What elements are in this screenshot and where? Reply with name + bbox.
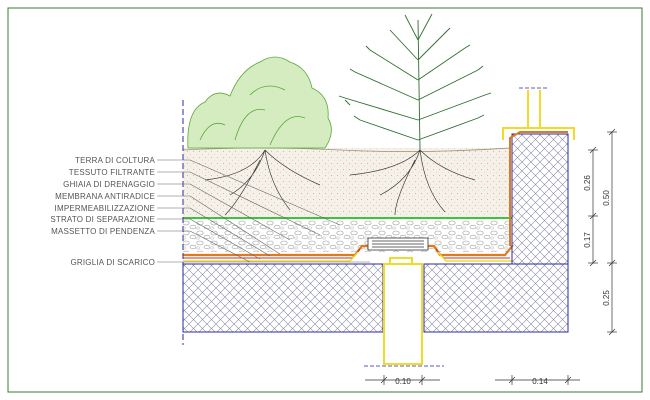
dim-upper-height: 0.26 — [583, 175, 592, 191]
dim-total-height: 0.50 — [602, 190, 611, 206]
label-impermeabilizzazione: IMPERMEABILIZZAZIONE — [55, 204, 155, 213]
pine-tree — [338, 13, 492, 151]
parapet-wall — [511, 133, 569, 265]
label-griglia-di-scarico: GRIGLIA DI SCARICO — [70, 258, 155, 267]
label-tessuto-filtrante: TESSUTO FILTRANTE — [69, 168, 155, 177]
slab-right — [423, 263, 569, 333]
dim-drain-width: 0.10 — [395, 377, 411, 386]
label-massetto-di-pendenza: MASSETTO DI PENDENZA — [51, 227, 155, 236]
dim-wall-width: 0.14 — [532, 377, 548, 386]
horizontal-dimensions — [365, 375, 580, 385]
slab-left — [182, 263, 384, 333]
parapet-coping — [502, 90, 575, 140]
separation-layer-line — [183, 251, 512, 262]
dim-middle-height: 0.17 — [583, 232, 592, 248]
label-terra-di-coltura: TERRA DI COLTURA — [75, 156, 155, 165]
drawing-border — [7, 7, 643, 393]
parapet-membrane — [509, 131, 568, 246]
dim-slab-height: 0.25 — [602, 290, 611, 306]
label-ghiaia-di-drenaggio: GHIAIA DI DRENAGGIO — [63, 180, 155, 189]
shrub-foliage — [187, 56, 332, 149]
layer-labels: TERRA DI COLTURA TESSUTO FILTRANTE GHIAI… — [50, 156, 155, 267]
label-membrana-antiradice: MEMBRANA ANTIRADICE — [55, 192, 155, 201]
label-leaders — [157, 159, 370, 263]
label-strato-di-separazione: STRATO DI SEPARAZIONE — [50, 215, 155, 224]
plant-roots — [204, 149, 476, 216]
vertical-dimensions — [588, 128, 617, 336]
drain-pipe — [383, 263, 423, 365]
